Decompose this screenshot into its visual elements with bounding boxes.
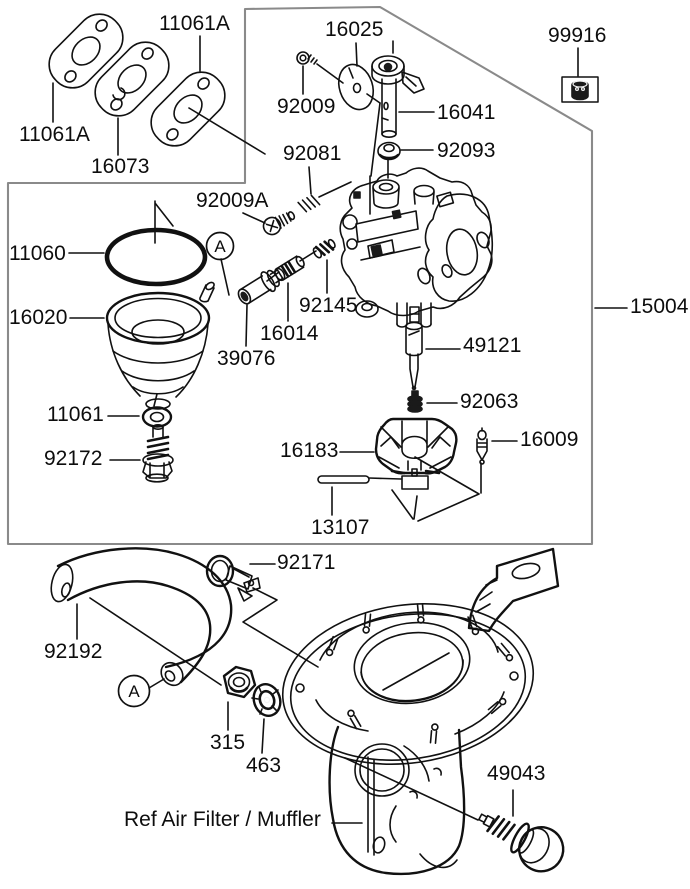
muffler-body-drawing [328,725,466,876]
part-label-39076: 39076 [217,347,276,370]
part-label-49043: 49043 [487,762,546,785]
part-label-92009a: 92009A [196,189,269,212]
part-label-49121: 49121 [463,334,522,357]
part-label-463: 463 [246,754,282,777]
part-label-11061a-top: 11061A [159,12,230,35]
needle-valve-16009-drawing [476,427,488,465]
enclosure-box [6,5,599,546]
assembly-axis-lines [89,40,482,821]
part-label-11060: 11060 [9,242,66,265]
spring-92145-drawing [312,238,336,259]
part-label-92171: 92171 [277,551,336,574]
part-label-16020: 16020 [9,306,68,329]
spring-92081-drawing [297,194,321,213]
part-label-92081: 92081 [283,142,342,165]
detail-marker-a1-label: A [214,237,226,256]
ref-note-air-filter-muffler: Ref Air Filter / Muffler [124,808,321,831]
screw-92009-drawing [296,51,318,65]
hose-clamp-92171-drawing [205,554,261,602]
part-label-92172: 92172 [44,447,103,470]
part-label-11061: 11061 [47,403,104,426]
part-label-11061a-left: 11061A [19,123,90,146]
part-label-16009: 16009 [520,428,579,451]
part-label-16014: 16014 [260,322,319,345]
jet-holder-39076-drawing [237,269,284,305]
detail-marker-a1 [205,231,235,261]
fuel-hose-92192-drawing [50,547,233,687]
part-label-99916: 99916 [548,24,607,47]
part-label-92009: 92009 [277,95,336,118]
part-label-92063: 92063 [460,390,519,413]
screw-49043-drawing [478,813,565,873]
leader-lines [52,35,628,824]
pin-13107-drawing [317,475,370,484]
nozzle-49121-drawing [405,321,423,391]
part-label-315: 315 [210,731,246,754]
gasket-16073-drawing [85,32,179,126]
detail-marker-a2 [117,674,151,708]
screw-92009a-drawing [262,211,296,236]
plate-16025-drawing [337,63,375,111]
oring-11060-drawing [104,227,208,287]
throttle-shaft-16041-drawing [371,55,425,139]
part-label-92145: 92145 [299,294,358,317]
nut-315-drawing [222,665,257,699]
gasket-11061a-top-drawing [141,62,235,156]
grommet-99916-drawing [571,80,589,101]
part-label-16073: 16073 [91,155,150,178]
part-label-92192: 92192 [44,640,103,663]
part-label-16025: 16025 [325,18,384,41]
part-label-16183: 16183 [280,439,339,462]
washer-92093-drawing [377,141,401,161]
detail-marker-a2-label: A [128,682,140,701]
screw-92172-drawing [142,423,174,483]
part-label-16041: 16041 [437,101,496,124]
main-jet-16014-drawing [274,255,305,282]
float-16183-drawing [374,417,458,490]
float-bowl-16020-drawing [105,281,215,410]
carburetor-body-drawing [339,167,494,328]
part-label-15004: 15004 [630,295,689,318]
lock-washer-463-drawing [251,683,282,717]
part-label-13107: 13107 [311,516,370,539]
part-label-92093: 92093 [437,139,496,162]
washer-11061-drawing [141,406,173,428]
spring-92063-drawing [407,390,423,413]
